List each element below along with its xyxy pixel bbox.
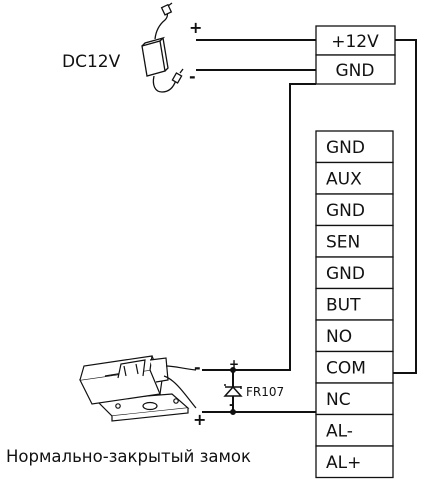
- controller-terminal-box: [315, 161, 394, 195]
- controller-terminal-box: [315, 350, 394, 384]
- terminal-label-12v: +12V: [331, 32, 379, 52]
- controller-terminal-label: BUT: [326, 296, 361, 316]
- controller-terminal-box: [315, 382, 394, 416]
- controller-terminal-block: GND AUX GND SEN GND BUT NO COM NC AL- AL+: [315, 130, 394, 479]
- wire-12v-to-com: [393, 39, 417, 374]
- controller-terminal-label: SEN: [326, 233, 360, 253]
- lock-label: Нормально-закрытый замок: [6, 447, 251, 466]
- diode-label: FR107: [246, 385, 284, 399]
- controller-terminal-label: NC: [326, 390, 351, 410]
- power-terminal-block: +12V GND: [315, 25, 396, 85]
- controller-terminal-box: [315, 445, 394, 479]
- controller-terminal-label: AL-: [326, 422, 353, 442]
- lock-icon: [79, 355, 197, 422]
- power-label: DC12V: [62, 52, 121, 72]
- controller-terminal-label: GND: [326, 201, 365, 221]
- wire-gnd-to-lock: [202, 83, 316, 371]
- wires: [196, 39, 417, 413]
- power-adapter-icon: [141, 2, 184, 93]
- diode-icon: [223, 367, 243, 415]
- controller-terminal-box: [315, 287, 394, 321]
- controller-terminal-box: [315, 413, 394, 447]
- controller-terminal-box: [315, 224, 394, 258]
- controller-terminal-label: GND: [326, 138, 365, 158]
- power-plus-sign: +: [189, 18, 202, 37]
- terminal-box-gnd-power: [315, 54, 396, 85]
- diode-plus-sign: +: [229, 357, 239, 371]
- controller-terminal-label: AL+: [326, 453, 361, 473]
- terminal-label-gnd-power: GND: [336, 61, 375, 81]
- controller-terminal-label: AUX: [326, 170, 362, 190]
- diode-minus-sign: -: [229, 398, 234, 413]
- controller-terminal-label: NO: [326, 327, 352, 347]
- controller-terminal-label: GND: [326, 264, 365, 284]
- lock-plus-sign: +: [193, 410, 206, 429]
- lock-minus-sign: -: [194, 358, 201, 377]
- controller-terminal-label: COM: [326, 359, 366, 379]
- power-minus-sign: -: [189, 67, 196, 86]
